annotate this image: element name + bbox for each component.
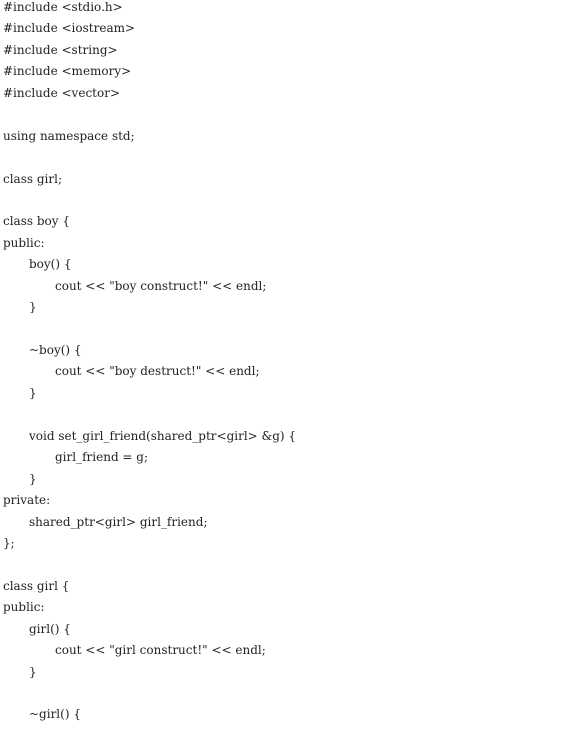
- code-line: #include <string>: [3, 42, 118, 57]
- code-line: cout << "boy destruct!" << endl;: [55, 364, 260, 379]
- code-line: void set_girl_friend(shared_ptr<girl> &g…: [29, 428, 297, 443]
- code-line: class boy {: [3, 214, 70, 229]
- blank-line: [3, 557, 573, 578]
- code-line: #include <iostream>: [3, 21, 136, 36]
- code-line: cout << "boy construct!" << endl;: [55, 278, 267, 293]
- code-line: cout << "girl construct!" << endl;: [55, 643, 266, 658]
- code-line: class girl {: [3, 578, 70, 593]
- blank-line: [3, 322, 573, 343]
- blank-line: [3, 107, 573, 128]
- code-line: }: [29, 385, 37, 400]
- blank-line: [3, 686, 573, 707]
- code-line: private:: [3, 493, 51, 508]
- code-line: girl_friend = g;: [55, 450, 149, 465]
- code-line: shared_ptr<girl> girl_friend;: [29, 514, 208, 529]
- code-line: }: [29, 471, 37, 486]
- code-line: #include <stdio.h>: [3, 0, 123, 14]
- code-block: #include <stdio.h> #include <iostream> #…: [3, 0, 573, 729]
- code-line: girl() {: [29, 621, 71, 636]
- blank-line: [3, 193, 573, 214]
- code-line: #include <vector>: [3, 85, 120, 100]
- code-line: ~girl() {: [29, 707, 81, 722]
- code-line: using namespace std;: [3, 128, 135, 143]
- blank-line: [3, 150, 573, 171]
- code-line: ~boy() {: [29, 343, 82, 357]
- code-line: }: [29, 664, 37, 679]
- code-line: public:: [3, 600, 45, 615]
- code-line: };: [3, 535, 15, 550]
- code-line: #include <memory>: [3, 64, 132, 79]
- code-line: public:: [3, 235, 45, 250]
- blank-line: [3, 407, 573, 428]
- code-line: boy() {: [29, 257, 72, 272]
- code-line: class girl;: [3, 171, 62, 186]
- code-line: }: [29, 300, 37, 315]
